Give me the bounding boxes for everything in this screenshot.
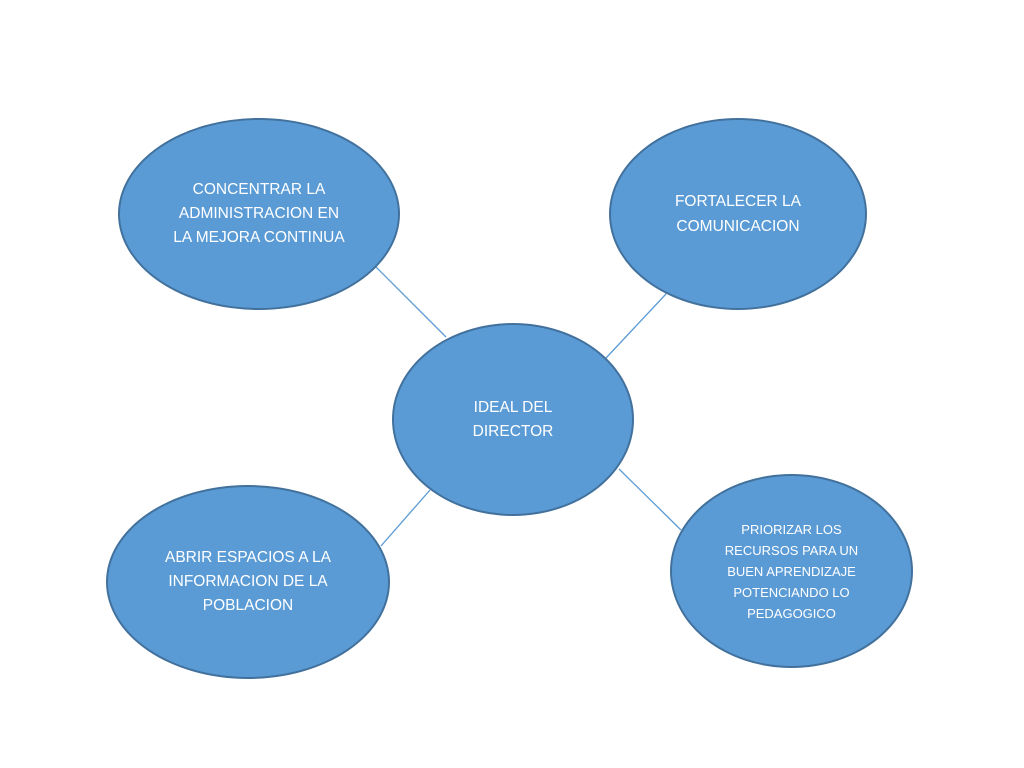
branch-node-bottom-right-label: PRIORIZAR LOS RECURSOS PARA UN BUEN APRE… <box>724 521 859 621</box>
center-node: IDEAL DEL DIRECTOR <box>392 323 634 516</box>
branch-node-top-left-label: CONCENTRAR LA ADMINISTRACION EN LA MEJOR… <box>173 181 345 246</box>
branch-node-top-right: FORTALECER LA COMUNICACION <box>609 118 867 310</box>
center-node-label: IDEAL DEL DIRECTOR <box>472 398 554 440</box>
connector-center-top-right <box>605 293 667 359</box>
connector-center-bottom-right <box>618 468 682 531</box>
branch-node-top-right-label: FORTALECER LA COMUNICACION <box>674 193 802 235</box>
branch-node-bottom-left: ABRIR ESPACIOS A LA INFORMACION DE LA PO… <box>106 485 390 679</box>
connector-center-bottom-left <box>380 489 431 547</box>
branch-node-bottom-right: PRIORIZAR LOS RECURSOS PARA UN BUEN APRE… <box>670 474 913 668</box>
branch-node-top-left: CONCENTRAR LA ADMINISTRACION EN LA MEJOR… <box>118 118 400 310</box>
branch-node-bottom-left-label: ABRIR ESPACIOS A LA INFORMACION DE LA PO… <box>165 549 331 614</box>
connector-center-top-left <box>375 266 447 338</box>
